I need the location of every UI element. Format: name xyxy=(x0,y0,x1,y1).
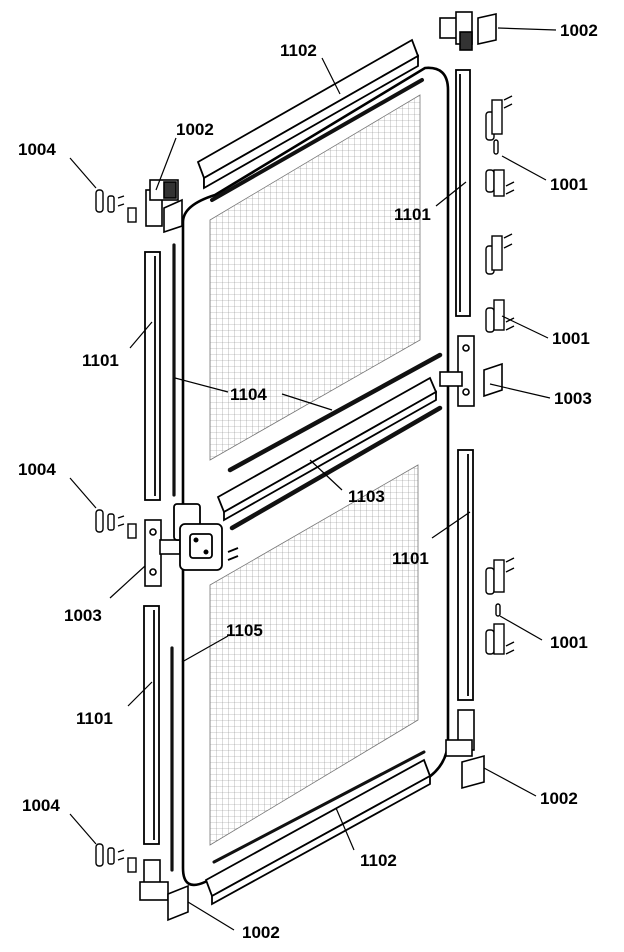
hinge-parts-1001-upper xyxy=(485,95,515,333)
lower-mesh-panel xyxy=(209,464,419,846)
upper-mesh-panel xyxy=(209,94,421,461)
label-1102-top: 1102 xyxy=(280,41,317,60)
profile-1102-top xyxy=(196,38,420,190)
label-1101-right-top: 1101 xyxy=(394,205,431,224)
middle-connector-left xyxy=(144,519,181,587)
label-1003-right: 1003 xyxy=(554,389,592,408)
label-1002-top-left: 1002 xyxy=(176,120,214,139)
profile-1101-right-bottom xyxy=(457,449,474,701)
profile-1101-left-top xyxy=(144,251,161,501)
handle-assembly xyxy=(173,503,239,571)
label-1101-right-bottom: 1101 xyxy=(392,549,429,568)
corner-connector-top-right xyxy=(439,11,497,51)
label-1001-c: 1001 xyxy=(550,633,588,652)
hinge-parts-1001-lower xyxy=(485,557,515,655)
label-1002-bottom-right: 1002 xyxy=(540,789,578,808)
label-1101-left-top: 1101 xyxy=(82,351,119,370)
label-1104: 1104 xyxy=(230,385,267,404)
label-1004-top: 1004 xyxy=(18,140,56,159)
label-1004-middle: 1004 xyxy=(18,460,56,479)
label-1102-bottom: 1102 xyxy=(360,851,397,870)
profile-1102-bottom xyxy=(204,758,432,906)
label-1002-bottom-left: 1002 xyxy=(242,923,280,942)
label-1103: 1103 xyxy=(348,487,385,506)
label-1003-left: 1003 xyxy=(64,606,102,625)
middle-connector-right xyxy=(439,335,503,407)
label-1001-a: 1001 xyxy=(550,175,588,194)
gaskets xyxy=(170,78,443,872)
corner-connector-top-left xyxy=(145,179,183,234)
profile-1101-left-bottom xyxy=(143,605,160,845)
small-parts-1004-top xyxy=(95,189,137,223)
label-1001-b: 1001 xyxy=(552,329,590,348)
profile-1103-middle xyxy=(216,376,438,522)
corner-connector-bottom-right xyxy=(445,709,485,790)
label-1105: 1105 xyxy=(226,621,263,640)
label-1002-top-right: 1002 xyxy=(560,21,598,40)
corner-connector-bottom-left xyxy=(139,859,189,922)
profile-1101-right-top xyxy=(455,69,471,317)
part-labels: 1102 1002 1004 1002 1101 1001 1101 1001 … xyxy=(18,21,598,942)
label-1004-bottom: 1004 xyxy=(22,796,60,815)
small-parts-1004-bottom xyxy=(95,843,137,873)
leader-lines xyxy=(69,27,557,931)
small-parts-1004-middle xyxy=(95,509,137,539)
label-1101-left-bottom: 1101 xyxy=(76,709,113,728)
